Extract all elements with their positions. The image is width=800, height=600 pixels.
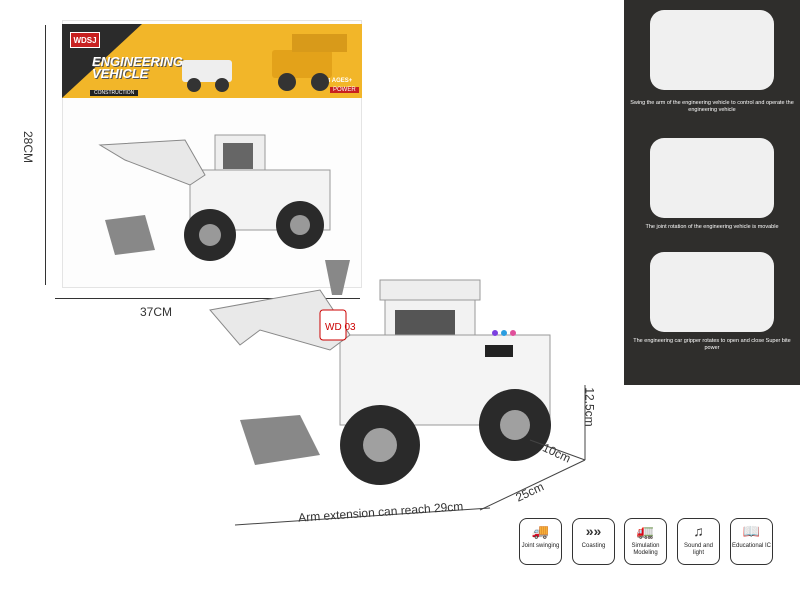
feature-educational-ic: 📖Educational IC	[730, 518, 773, 565]
brand-logo: WDSJ	[70, 32, 100, 48]
feature-caption: Swing the arm of the engineering vehicle…	[630, 100, 794, 113]
packaged-vehicle-image	[98, 134, 331, 261]
feature-coasting: »»Coasting	[572, 518, 615, 565]
joint-rotation-image	[650, 138, 774, 218]
header-vehicles-image	[182, 34, 347, 92]
ages-label: 3 AGES+	[327, 78, 353, 84]
height-dimension-line	[45, 25, 46, 285]
feature-panel: Swing the arm of the engineering vehicle…	[624, 0, 800, 385]
package-subtitle: CONSTRUCTION	[90, 90, 139, 96]
product-height-label: 12.5cm	[582, 387, 597, 427]
music-light-icon: ♫	[693, 523, 704, 539]
power-label: POWER	[330, 87, 359, 93]
model-badge: WD 03	[325, 322, 356, 333]
main-vehicle-image: WD 03	[209, 260, 551, 485]
chevrons-icon: »»	[585, 523, 602, 539]
tow-truck-icon: 🚚	[531, 523, 550, 539]
package-width-label: 37CM	[140, 305, 173, 319]
arm-swing-image	[650, 10, 774, 90]
feature-simulation-modeling: 🚛Simulation Modeling	[624, 518, 667, 565]
book-icon: 📖	[742, 523, 761, 539]
feature-caption: The joint rotation of the engineering ve…	[645, 224, 779, 230]
feature-sound-light: ♫Sound and light	[677, 518, 720, 565]
width-dimension-line	[55, 298, 360, 299]
feature-joint-swinging: 🚚Joint swinging	[519, 518, 562, 565]
mixer-truck-icon: 🚛	[636, 523, 655, 539]
feature-caption: The engineering car gripper rotates to o…	[633, 338, 791, 351]
gripper-image	[650, 252, 774, 332]
